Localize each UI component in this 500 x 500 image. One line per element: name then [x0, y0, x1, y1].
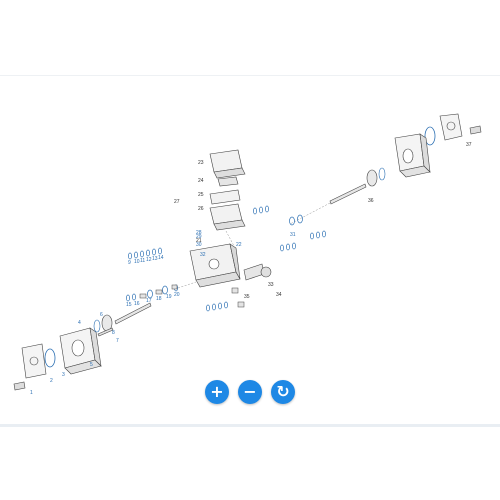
plus-icon: +	[210, 382, 224, 401]
callout-15: 15	[126, 302, 132, 308]
callout-20: 20	[174, 292, 180, 298]
reset-view-button[interactable]: ↻	[271, 380, 295, 404]
callout-32: 32	[200, 252, 206, 258]
exploded-parts-diagram: 1 2 3 4 5 6 7 8 9 10 11 12 13 14 15 16 1…	[13, 113, 482, 396]
callout-4: 4	[78, 320, 81, 326]
reset-icon: ↻	[276, 382, 290, 401]
footer-divider	[0, 424, 500, 427]
diagram-viewer[interactable]: 1 2 3 4 5 6 7 8 9 10 11 12 13 14 15 16 1…	[0, 75, 500, 428]
callout-26: 26	[198, 206, 204, 212]
valve-assembly	[209, 149, 246, 231]
callout-1: 1	[30, 390, 33, 396]
callout-37: 37	[466, 142, 472, 148]
callout-18: 18	[156, 296, 162, 302]
callout-24: 24	[198, 178, 204, 184]
zoom-in-button[interactable]: +	[205, 380, 229, 404]
callout-13: 13	[152, 256, 158, 262]
callout-labels: 1 2 3 4 5 6 7 8 9 10 11 12 13 14 15 16 1…	[30, 142, 472, 396]
callout-3: 3	[62, 372, 65, 378]
callout-34: 34	[276, 292, 282, 298]
callout-6: 6	[100, 312, 103, 318]
callout-29: 29	[196, 234, 202, 240]
callout-11: 11	[140, 258, 145, 264]
callout-7: 7	[116, 338, 119, 344]
callout-21: 21	[196, 238, 202, 244]
callout-23: 23	[198, 160, 204, 166]
left-cylinder-assembly	[13, 302, 152, 391]
central-housing	[189, 243, 272, 288]
callout-5: 5	[90, 362, 93, 368]
zoom-out-button[interactable]: −	[238, 380, 262, 404]
callout-14: 14	[158, 255, 164, 261]
callout-27: 27	[174, 199, 180, 205]
callout-19: 19	[166, 294, 172, 300]
callout-12: 12	[146, 257, 152, 263]
callout-35: 35	[244, 294, 250, 300]
callout-10: 10	[134, 259, 140, 265]
small-fittings	[139, 284, 245, 308]
callout-36: 36	[368, 198, 374, 204]
callout-30: 30	[196, 242, 202, 248]
callout-28: 28	[196, 230, 202, 236]
right-cylinder-assembly	[329, 113, 482, 205]
callout-16: 16	[134, 301, 140, 307]
callout-31: 31	[290, 232, 296, 238]
callout-22: 22	[236, 242, 242, 248]
callout-2: 2	[50, 378, 53, 384]
callout-8: 8	[112, 330, 115, 336]
callout-25: 25	[198, 192, 204, 198]
callout-9: 9	[128, 260, 131, 266]
zoom-controls: + − ↻	[205, 380, 295, 404]
callout-17: 17	[146, 298, 152, 304]
minus-icon: −	[243, 382, 257, 401]
callout-33: 33	[268, 282, 274, 288]
